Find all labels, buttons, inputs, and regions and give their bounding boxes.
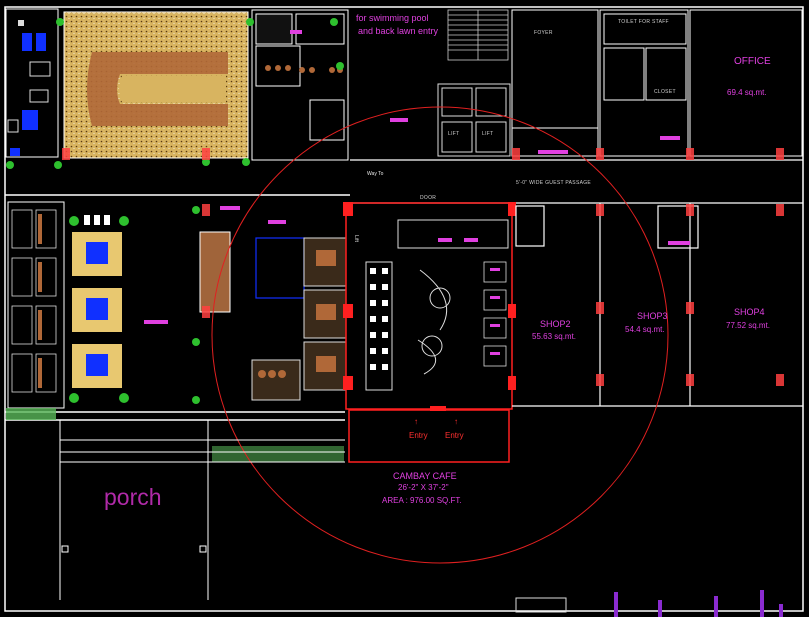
- lift2-label: LIFT: [482, 131, 494, 137]
- radius-circle: [211, 106, 669, 564]
- foyer-walls: [511, 9, 803, 157]
- cafe-interior: [365, 219, 509, 391]
- note-line-1: for swimming pool: [356, 13, 429, 23]
- entry-label-2: Entry: [445, 431, 464, 440]
- lift-core: [437, 83, 511, 157]
- bottom-box: [515, 597, 567, 613]
- way-to-label: Way To: [367, 171, 384, 177]
- cafe-columns: [343, 202, 516, 411]
- lounge-room: [5, 8, 59, 158]
- lift-label: Lift: [352, 235, 359, 242]
- shop2-area: 55.63 sq.mt.: [532, 332, 577, 341]
- office-area: 69.4 sq.mt.: [727, 88, 767, 97]
- planters: [6, 18, 344, 404]
- lift1-label: LIFT: [448, 131, 460, 137]
- passage-label: 5'-0" WIDE GUEST PASSAGE: [516, 180, 592, 186]
- outer-walls: [4, 6, 804, 612]
- cafe-name: CAMBAY CAFE: [393, 471, 457, 481]
- cafe-size: 26'-2" X 37'-2": [398, 483, 449, 492]
- shop4-name: SHOP4: [734, 307, 765, 317]
- structural-columns: [62, 148, 784, 386]
- planter-strip-left: [6, 408, 56, 420]
- shop3-name: SHOP3: [637, 311, 668, 321]
- shop3-area: 54.4 sq.mt.: [625, 325, 665, 334]
- closet-label: CLOSET: [654, 89, 676, 95]
- bottom-right-stubs: [614, 590, 783, 617]
- toilet-staff-label: TOILET FOR STAFF: [618, 19, 669, 25]
- annotation-tags: [144, 30, 690, 324]
- shop4-area: 77.52 sq.mt.: [726, 321, 771, 330]
- entry-label-1: Entry: [409, 431, 428, 440]
- conference-room: [63, 11, 249, 159]
- entry-arrow-2-icon: ↑: [454, 417, 458, 426]
- staircase: [447, 9, 509, 61]
- porch-area: [59, 420, 345, 600]
- door-label: DOOR: [420, 195, 437, 201]
- office-name: OFFICE: [734, 56, 771, 67]
- foyer-label: FOYER: [534, 30, 553, 36]
- toilet-block: [251, 9, 349, 161]
- entry-arrow-1-icon: ↑: [414, 417, 418, 426]
- planter-strip-centre: [212, 446, 344, 462]
- shop2-name: SHOP2: [540, 319, 571, 329]
- note-line-2: and back lawn entry: [358, 26, 439, 36]
- lounge-sofas: [72, 215, 122, 388]
- porch-label: porch: [104, 484, 162, 510]
- cafe-area: AREA : 976.00 SQ.FT.: [382, 496, 462, 505]
